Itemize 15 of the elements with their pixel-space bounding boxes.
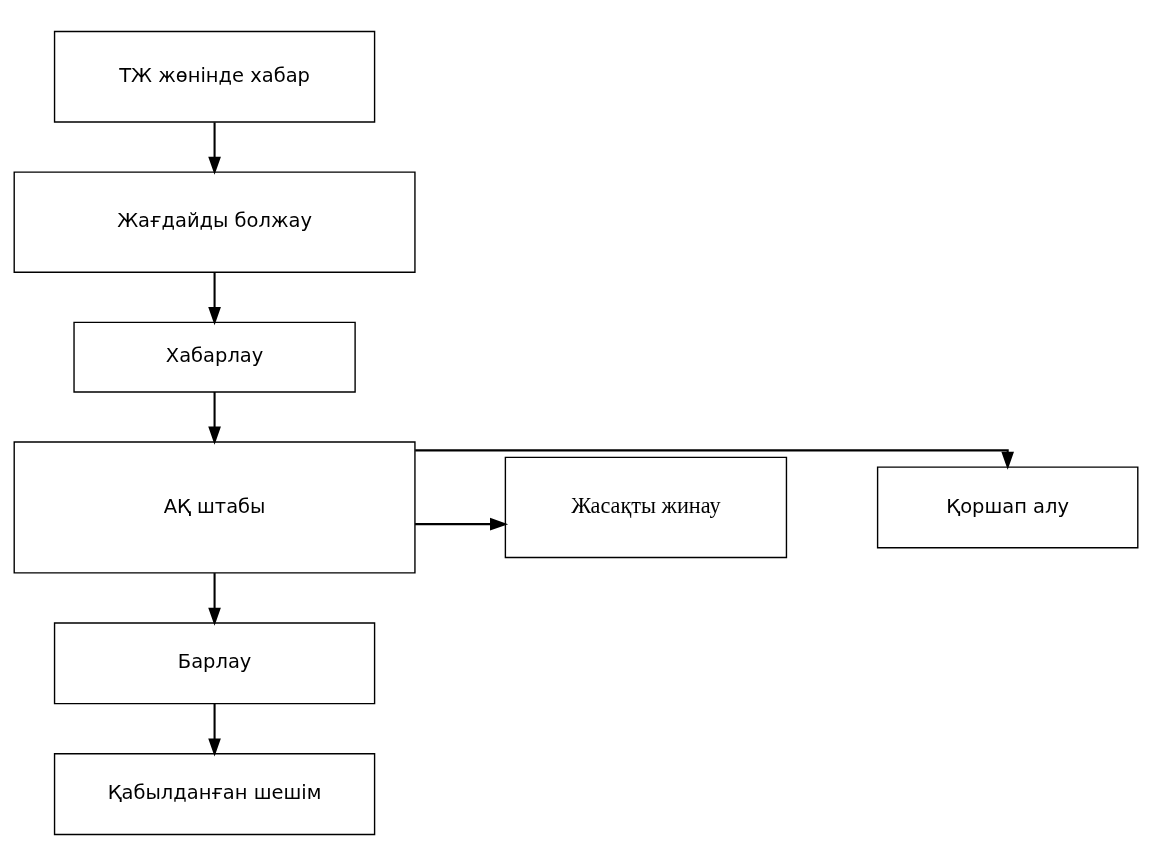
arrow xyxy=(208,573,221,626)
node-box: АҚ штабы xyxy=(13,441,416,574)
node-box: Қоршап алу xyxy=(876,466,1139,549)
node-box: Жасақты жинау xyxy=(504,456,788,559)
arrow xyxy=(208,703,221,757)
arrow xyxy=(208,122,221,175)
node-box: Жағдайды болжау xyxy=(13,171,416,273)
arrow xyxy=(208,272,221,326)
arrow xyxy=(415,449,1015,470)
node-box: Қабылданған шешім xyxy=(53,753,376,836)
node-box: ТЖ жөнінде хабар xyxy=(53,30,376,123)
arrow xyxy=(208,392,221,445)
arrow xyxy=(415,517,509,531)
node-box: Барлау xyxy=(53,622,376,705)
node-box: Хабарлау xyxy=(73,321,356,393)
